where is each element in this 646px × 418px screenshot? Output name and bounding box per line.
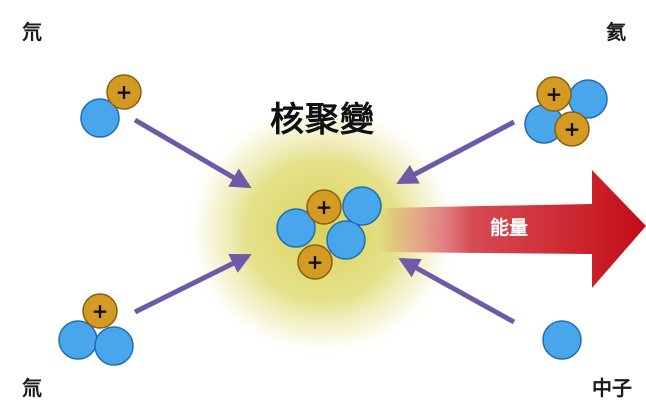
proton-plus: + [116,80,133,104]
helium-nucleus: + + [524,76,608,147]
proton-plus: + [564,117,581,141]
neutron [80,98,120,138]
label-deuterium: 氘 [22,20,42,44]
proton [106,74,142,110]
arrow-deuterium-in [133,117,252,189]
arrow-helium-out [396,119,516,185]
proton-plus: + [307,250,324,274]
label-tritium: 氚 [22,376,42,400]
diagram-title: 核聚變 [270,100,375,140]
deuterium-nucleus: + [80,74,142,138]
label-neutron: 中子 [592,376,632,400]
label-helium: 氦 [606,20,626,44]
energy-label: 能量 [490,217,529,239]
energy-arrow [378,170,646,288]
proton [82,293,118,329]
fusion-cluster: + + [276,186,382,280]
arrow-tritium-in [133,253,252,315]
proton [306,189,342,225]
tritium-nucleus: + [58,293,134,366]
proton-plus: + [546,82,563,106]
fusion-glow [182,100,462,360]
arrow-neutron-out [398,257,516,325]
proton [297,244,333,280]
neutron [94,326,134,366]
free-neutron [542,320,582,360]
neutron [342,186,382,226]
proton [536,76,572,112]
neutron [58,320,98,360]
proton-plus: + [316,195,333,219]
proton-plus: + [92,299,109,323]
neutron [326,220,366,260]
proton [554,111,590,147]
neutron [276,208,316,248]
